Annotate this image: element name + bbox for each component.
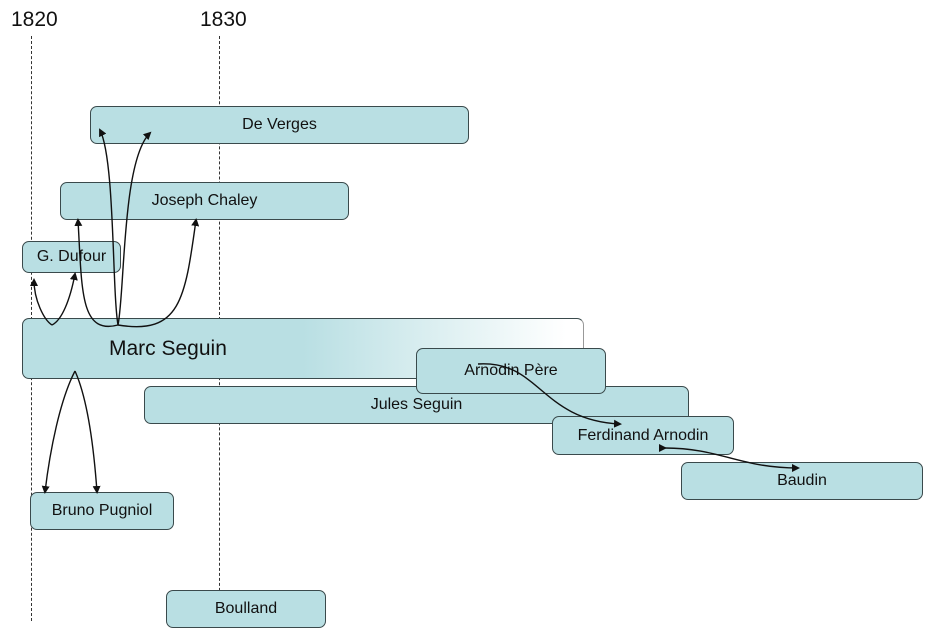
person-label: Ferdinand Arnodin	[577, 426, 709, 444]
arrow-marc-to-pugniol-2	[74, 370, 101, 494]
person-box-de-verges[interactable]: De Verges	[90, 106, 469, 144]
person-box-joseph-chaley[interactable]: Joseph Chaley	[60, 182, 349, 220]
year-label-1820: 1820	[11, 8, 58, 31]
arrow-marc-to-de-verges-1	[99, 128, 119, 326]
arrow-marc-to-de-verges-2	[117, 131, 152, 326]
person-label: Marc Seguin	[109, 336, 227, 360]
person-label: Boulland	[214, 600, 278, 617]
person-box-g-dufour[interactable]: G. Dufour	[22, 241, 121, 273]
person-box-boulland[interactable]: Boulland	[166, 590, 326, 628]
person-label: Arnodin Père	[464, 362, 558, 379]
person-label: G. Dufour	[36, 248, 107, 265]
year-label-1830: 1830	[200, 8, 247, 31]
arrow-marc-to-chaley-1	[117, 218, 200, 328]
person-label: Joseph Chaley	[151, 192, 258, 209]
person-box-arnodin-pere[interactable]: Arnodin Père	[416, 348, 606, 394]
person-box-bruno-pugniol[interactable]: Bruno Pugniol	[30, 492, 174, 530]
person-label: Baudin	[777, 472, 827, 489]
person-label: Bruno Pugniol	[51, 502, 153, 519]
person-box-ferdinand-arnodin[interactable]: Ferdinand Arnodin	[552, 416, 734, 455]
person-box-baudin[interactable]: Baudin	[681, 462, 923, 500]
arrow-marc-to-pugniol-1	[41, 370, 76, 494]
arrow-marc-to-chaley-2	[74, 218, 119, 328]
person-label: De Verges	[242, 116, 317, 133]
person-label: Jules Seguin	[370, 396, 463, 413]
